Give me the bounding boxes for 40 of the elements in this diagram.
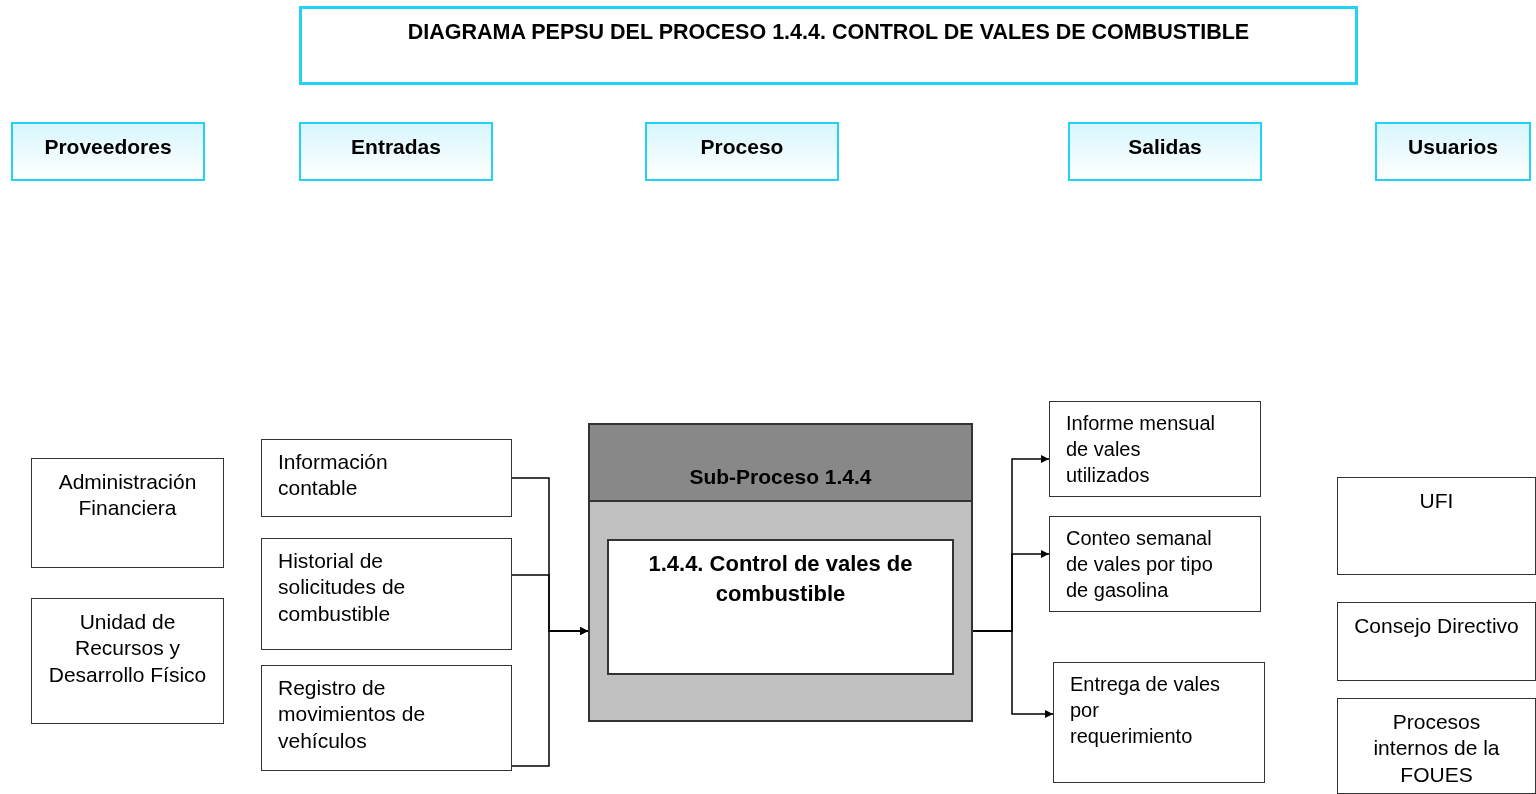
process-box xyxy=(31,598,224,724)
process-box xyxy=(607,539,954,675)
process-box xyxy=(261,538,512,650)
box-label: Administración Financiera xyxy=(57,469,198,522)
arrow xyxy=(972,630,1054,718)
box-label: UFI xyxy=(1418,488,1455,514)
process-box xyxy=(1337,698,1536,794)
box-label: Procesos internos de la FOUES xyxy=(1372,709,1501,788)
box-label: Informe mensual de vales utilizados xyxy=(1065,411,1216,488)
box-label: Consejo Directivo xyxy=(1353,613,1520,639)
subprocess-header: Sub-Proceso 1.4.4 xyxy=(590,425,971,502)
box-label: Registro de movimientos de vehículos xyxy=(277,675,427,754)
box-label: Información contable xyxy=(277,449,389,502)
box-label: Unidad de Recursos y Desarrollo Físico xyxy=(47,609,208,688)
box-label: Historial de solicitudes de combustible xyxy=(277,548,407,627)
process-box xyxy=(1337,602,1536,681)
box-label: Conteo semanal de vales por tipo de gasolina xyxy=(1065,526,1214,603)
process-box xyxy=(261,665,512,771)
box-label: DIAGRAMA PEPSU DEL PROCESO 1.4.4. CONTROL DE VALES DE COMBUSTIBLE xyxy=(406,20,1251,45)
process-box xyxy=(261,439,512,517)
subprocess-box xyxy=(588,423,973,722)
box-label: Entrega de vales por requerimiento xyxy=(1069,672,1222,749)
process-box xyxy=(1049,516,1261,612)
process-box xyxy=(1337,477,1536,575)
column-header xyxy=(1375,122,1531,181)
header-label: Proceso xyxy=(700,135,784,159)
column-header xyxy=(299,122,493,181)
title-box xyxy=(299,6,1358,85)
header-label: Entradas xyxy=(351,135,441,159)
header-label: Proveedores xyxy=(44,135,172,159)
header-label: Salidas xyxy=(1128,135,1202,159)
process-box xyxy=(1053,662,1265,783)
arrow xyxy=(511,627,589,767)
process-box xyxy=(1049,401,1261,497)
column-header xyxy=(1068,122,1262,181)
box-label: 1.4.4. Control de vales de combustible xyxy=(647,550,914,608)
header-label: Usuarios xyxy=(1408,135,1498,159)
process-box xyxy=(31,458,224,568)
column-header xyxy=(645,122,839,181)
column-header xyxy=(11,122,205,181)
